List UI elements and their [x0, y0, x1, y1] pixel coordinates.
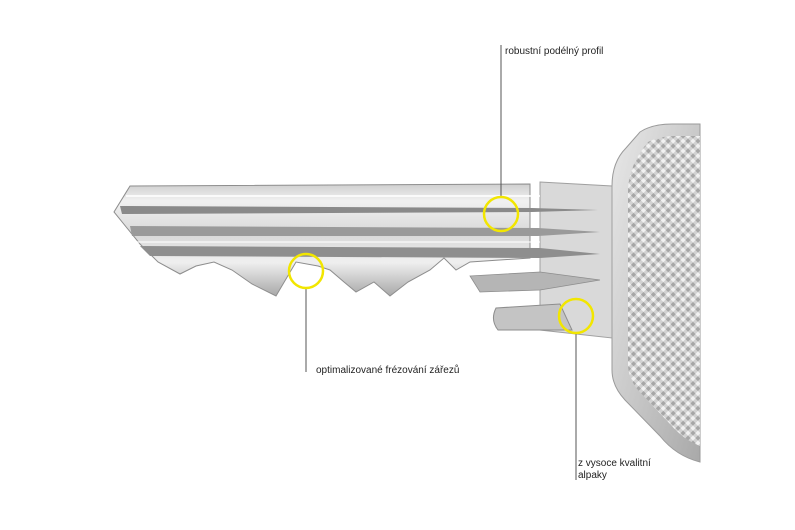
callout-label-material-line2: alpaky	[578, 470, 607, 481]
callout-label-profile: robustní podélný profil	[505, 46, 604, 57]
key-profile-groove-3	[140, 246, 600, 258]
key-head-knurled-grip	[628, 136, 700, 446]
key-blade	[113, 183, 600, 297]
key-head	[611, 123, 701, 463]
callout-label-milling: optimalizované frézování zářezů	[316, 365, 460, 376]
key-stop-lug	[492, 303, 573, 331]
callout-label-material: z vysoce kvalitní alpaky	[578, 458, 651, 482]
highlight-ring-milling	[287, 252, 325, 290]
callout-label-material-line1: z vysoce kvalitní	[578, 458, 651, 469]
highlight-ring-material	[557, 297, 595, 335]
key-lower-ridge	[469, 271, 601, 293]
key-profile-groove-2	[130, 226, 600, 236]
key-profile-groove-1	[120, 206, 598, 214]
highlight-ring-profile	[482, 195, 520, 233]
